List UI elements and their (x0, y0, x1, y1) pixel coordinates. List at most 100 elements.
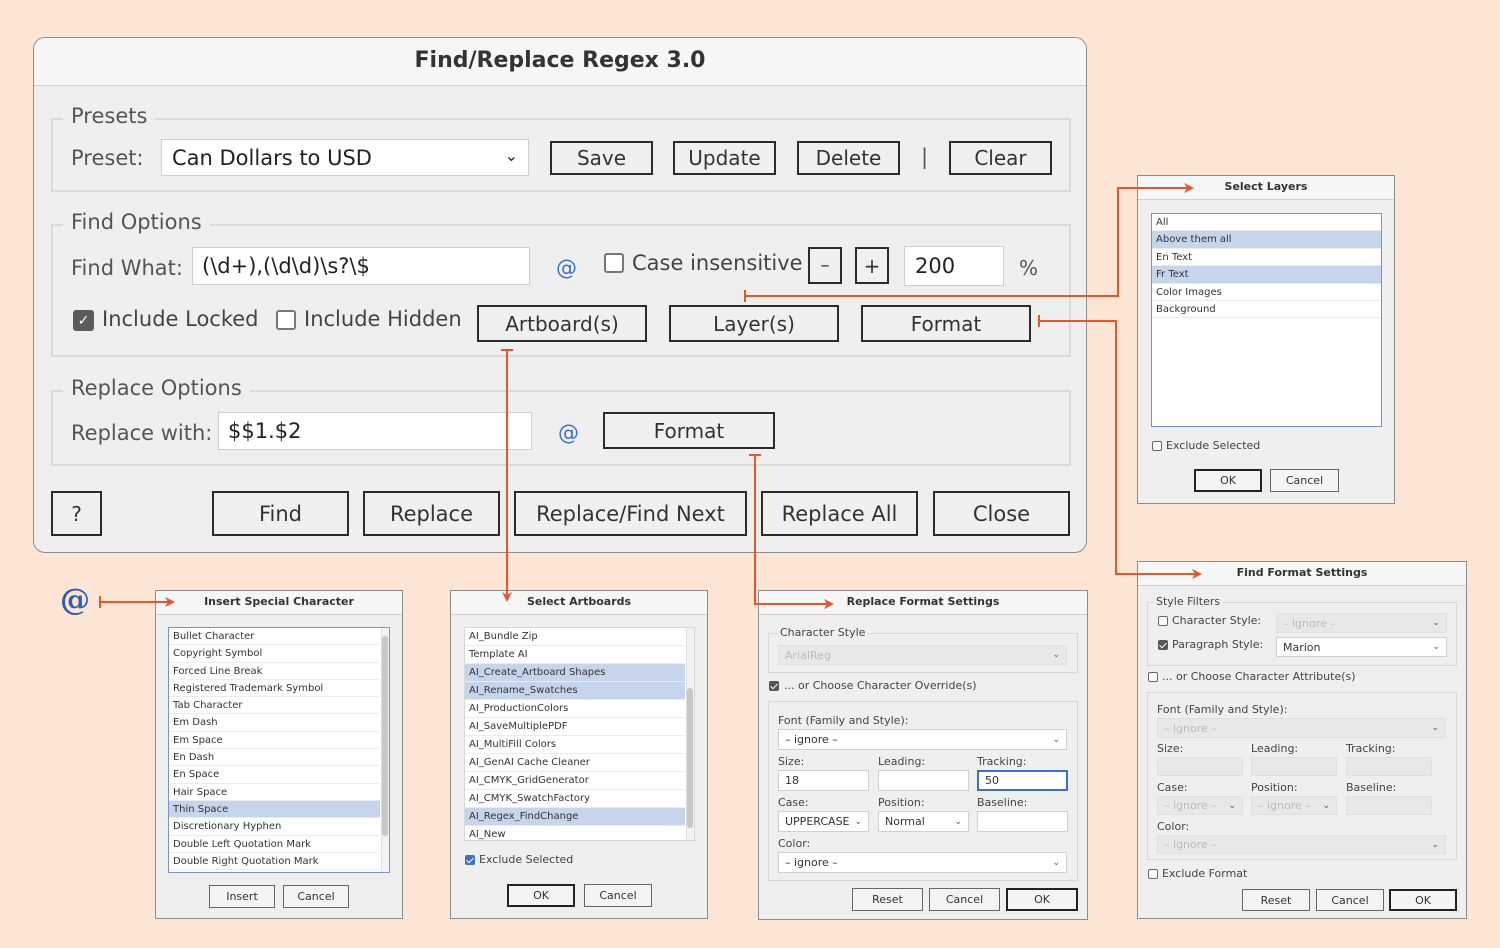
insert-button[interactable]: Insert (209, 885, 275, 908)
exclude-format-checkbox[interactable] (1148, 869, 1158, 879)
size-input[interactable]: 200 (904, 246, 1004, 286)
increase-button[interactable]: + (855, 247, 889, 284)
font-select[interactable]: – ignore – ⌄ (1157, 718, 1446, 738)
list-item[interactable]: Copyright Symbol (169, 645, 380, 663)
leading-input[interactable] (1251, 757, 1337, 776)
list-item[interactable]: Color Images (1152, 284, 1381, 301)
artboards-ok-button[interactable]: OK (507, 884, 575, 907)
delete-button[interactable]: Delete (797, 141, 900, 175)
para-style-select[interactable]: Marion ⌄ (1276, 637, 1447, 657)
close-button[interactable]: Close (933, 491, 1070, 536)
special-char-cancel-button[interactable]: Cancel (283, 885, 349, 908)
position-select[interactable]: – ignore – ⌄ (1251, 796, 1337, 815)
char-attr-checkbox[interactable] (1148, 672, 1158, 682)
list-item[interactable]: Background (1152, 301, 1381, 319)
list-item[interactable]: Registered Trademark Symbol (169, 680, 380, 698)
find-what-input[interactable]: (\d+),(\d\d)\s?\$ (192, 247, 530, 285)
replace-with-input[interactable]: $$1.$2 (218, 412, 532, 450)
artboards-cancel-button[interactable]: Cancel (584, 884, 652, 907)
list-item[interactable]: Above them all (1152, 231, 1381, 249)
list-item[interactable]: Bullet Character (169, 628, 380, 646)
list-item[interactable]: AI_CMYK_GridGenerator (465, 772, 685, 790)
list-item[interactable]: Discretionary Hyphen (169, 818, 380, 836)
list-item[interactable]: AI_CMYK_SwatchFactory (465, 790, 685, 808)
replace-format-reset-button[interactable]: Reset (852, 888, 923, 911)
color-select[interactable]: – ignore – ⌄ (778, 852, 1067, 873)
preset-select[interactable]: Can Dollars to USD ⌄ (161, 139, 529, 176)
tracking-input[interactable]: 50 (977, 770, 1068, 791)
list-item[interactable]: En Text (1152, 249, 1381, 267)
include-hidden-checkbox[interactable] (276, 310, 296, 330)
list-item[interactable]: AI_MultiFill Colors (465, 736, 685, 754)
clear-button[interactable]: Clear (949, 141, 1052, 175)
case-insensitive-checkbox[interactable] (604, 253, 624, 273)
position-select[interactable]: Normal ⌄ (878, 811, 969, 832)
tracking-input[interactable] (1346, 757, 1432, 776)
find-format-cancel-button[interactable]: Cancel (1316, 889, 1384, 911)
artboards-list[interactable]: AI_Bundle Zip Template AI AI_Create_Artb… (464, 627, 695, 841)
find-button[interactable]: Find (212, 491, 349, 536)
artboards-scrollbar[interactable] (686, 628, 694, 840)
baseline-input[interactable] (977, 811, 1068, 832)
char-style-checkbox[interactable] (1158, 616, 1168, 626)
list-item[interactable]: Thin Space (169, 800, 380, 819)
list-item[interactable]: Em Space (169, 732, 380, 750)
scroll-thumb[interactable] (687, 688, 693, 828)
font-select[interactable]: – ignore – ⌄ (778, 729, 1067, 750)
special-char-list[interactable]: Bullet Character Copyright Symbol Forced… (168, 627, 390, 873)
override-checkbox[interactable] (769, 681, 779, 691)
artboards-button[interactable]: Artboard(s) (477, 305, 647, 342)
scroll-thumb[interactable] (382, 636, 388, 836)
decrease-button[interactable]: – (808, 247, 842, 284)
list-item[interactable]: Template AI (465, 646, 685, 664)
list-item[interactable]: AI_Create_Artboard Shapes (465, 664, 685, 682)
list-item[interactable]: AI_Regex_FindChange (465, 808, 685, 826)
special-char-scrollbar[interactable] (381, 628, 389, 872)
list-item[interactable]: Tab Character (169, 697, 380, 715)
list-item[interactable]: Em Dash (169, 714, 380, 732)
list-item[interactable]: AI_Rename_Swatches (465, 682, 685, 700)
artboards-exclude-checkbox[interactable] (465, 855, 475, 865)
list-item[interactable]: En Dash (169, 749, 380, 767)
include-locked-checkbox[interactable]: ✓ (73, 310, 94, 331)
list-item[interactable]: AI_SaveMultiplePDF (465, 718, 685, 736)
find-format-reset-button[interactable]: Reset (1242, 889, 1310, 911)
list-item[interactable]: AI_ProductionColors (465, 700, 685, 718)
color-select[interactable]: – ignore – ⌄ (1157, 835, 1446, 854)
list-item[interactable]: Double Left Quotation Mark (169, 836, 380, 853)
find-format-button[interactable]: Format (861, 305, 1031, 342)
case-select[interactable]: – ignore – ⌄ (1157, 796, 1243, 815)
layers-button[interactable]: Layer(s) (669, 305, 839, 342)
find-format-ok-button[interactable]: OK (1389, 889, 1457, 911)
replace-all-button[interactable]: Replace All (761, 491, 918, 536)
size-input[interactable] (1157, 757, 1243, 776)
baseline-input[interactable] (1346, 796, 1432, 815)
char-style-select[interactable]: ArialReg ⌄ (778, 645, 1067, 665)
para-style-checkbox[interactable] (1158, 640, 1168, 650)
list-item[interactable]: Fr Text (1152, 266, 1381, 284)
replace-format-cancel-button[interactable]: Cancel (929, 888, 1000, 911)
layers-exclude-checkbox[interactable] (1152, 441, 1162, 451)
list-item[interactable]: Hair Space (169, 784, 380, 801)
list-item[interactable]: AI_GenAI Cache Cleaner (465, 754, 685, 772)
leading-input[interactable] (878, 770, 969, 791)
find-at-icon[interactable]: @ (556, 256, 577, 280)
list-item[interactable]: AI_Bundle Zip (465, 628, 685, 646)
layers-ok-button[interactable]: OK (1194, 469, 1262, 492)
save-button[interactable]: Save (550, 141, 653, 175)
list-item[interactable]: Forced Line Break (169, 663, 380, 680)
layers-cancel-button[interactable]: Cancel (1270, 469, 1339, 492)
list-item[interactable]: En Space (169, 766, 380, 784)
case-select[interactable]: UPPERCASE ⌄ (778, 811, 869, 832)
list-item[interactable]: All (1152, 214, 1381, 232)
replace-button[interactable]: Replace (363, 491, 500, 536)
list-item[interactable]: Double Right Quotation Mark (169, 853, 380, 871)
help-button[interactable]: ? (51, 491, 102, 536)
replace-format-button[interactable]: Format (603, 412, 775, 449)
replace-format-ok-button[interactable]: OK (1006, 888, 1078, 911)
replace-at-icon[interactable]: @ (558, 421, 579, 445)
layers-list[interactable]: All Above them all En Text Fr Text Color… (1151, 213, 1382, 427)
char-style-select[interactable]: – ignore – ⌄ (1276, 613, 1447, 633)
update-button[interactable]: Update (673, 141, 776, 175)
list-item[interactable]: AI_New (465, 826, 685, 840)
